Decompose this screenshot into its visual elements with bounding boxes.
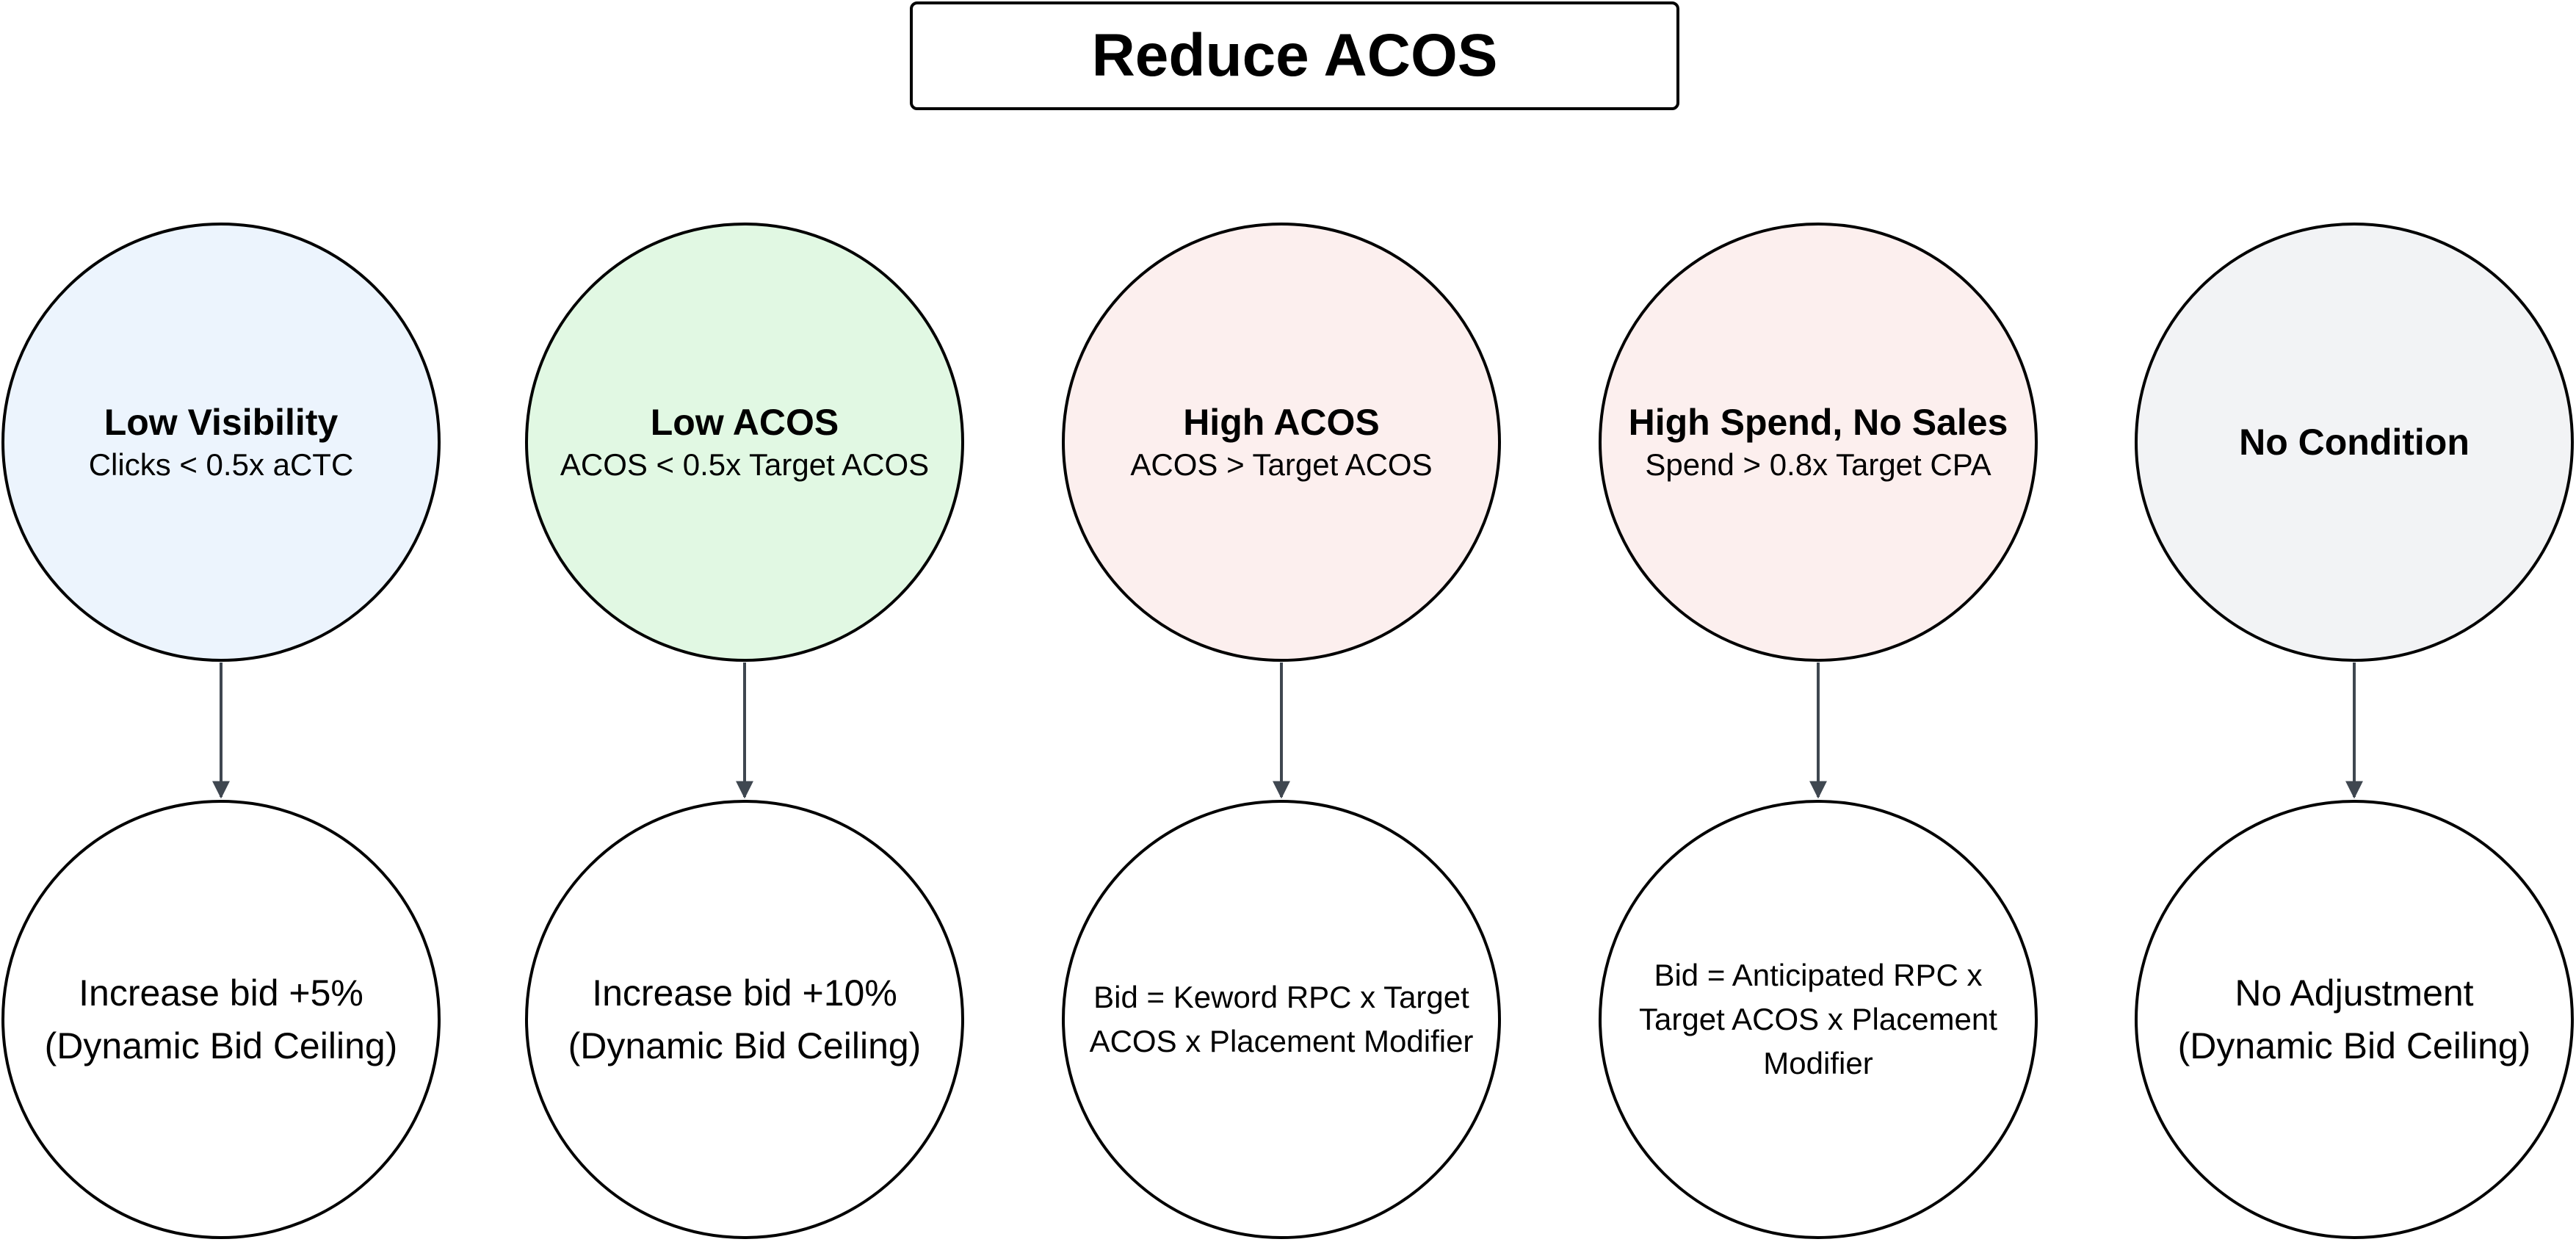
action-line: Increase bid +10% (592, 972, 897, 1014)
condition-title: High Spend, No Sales (1628, 402, 2008, 443)
action-line: Bid = Anticipated RPC x (1654, 958, 1983, 992)
condition-rule: Clicks < 0.5x aCTC (88, 447, 354, 482)
condition-node-no-condition: No Condition (2135, 223, 2574, 662)
condition-title: No Condition (2239, 422, 2470, 463)
action-line: (Dynamic Bid Ceiling) (2177, 1025, 2531, 1066)
action-line: Increase bid +5% (79, 972, 363, 1014)
diagram-title: Reduce ACOS (1091, 22, 1498, 89)
action-line: ACOS x Placement Modifier (1089, 1024, 1474, 1058)
action-node-high-spend-no-sales: Bid = Anticipated RPC x Target ACOS x Pl… (1599, 800, 2038, 1239)
condition-title: Low Visibility (104, 402, 339, 443)
action-line: Modifier (1763, 1046, 1873, 1080)
condition-rule: ACOS > Target ACOS (1130, 447, 1433, 482)
action-node-no-condition: No Adjustment (Dynamic Bid Ceiling) (2135, 800, 2574, 1239)
condition-node-high-acos: High ACOS ACOS > Target ACOS (1062, 223, 1501, 662)
action-node-low-acos: Increase bid +10% (Dynamic Bid Ceiling) (525, 800, 964, 1239)
condition-rule: Spend > 0.8x Target CPA (1645, 447, 1991, 482)
condition-node-low-acos: Low ACOS ACOS < 0.5x Target ACOS (525, 223, 964, 662)
condition-title: Low ACOS (650, 402, 839, 443)
action-node-low-visibility: Increase bid +5% (Dynamic Bid Ceiling) (1, 800, 441, 1239)
action-line: Bid = Keword RPC x Target (1093, 980, 1469, 1014)
condition-node-low-visibility: Low Visibility Clicks < 0.5x aCTC (1, 223, 441, 662)
condition-rule: ACOS < 0.5x Target ACOS (560, 447, 930, 482)
title-box: Reduce ACOS (910, 1, 1679, 110)
condition-title: High ACOS (1183, 402, 1380, 443)
action-line: Target ACOS x Placement (1639, 1002, 1997, 1036)
condition-node-high-spend-no-sales: High Spend, No Sales Spend > 0.8x Target… (1599, 223, 2038, 662)
action-line: (Dynamic Bid Ceiling) (568, 1025, 922, 1066)
action-line: No Adjustment (2235, 972, 2474, 1014)
action-line: (Dynamic Bid Ceiling) (44, 1025, 398, 1066)
action-node-high-acos: Bid = Keword RPC x Target ACOS x Placeme… (1062, 800, 1501, 1239)
